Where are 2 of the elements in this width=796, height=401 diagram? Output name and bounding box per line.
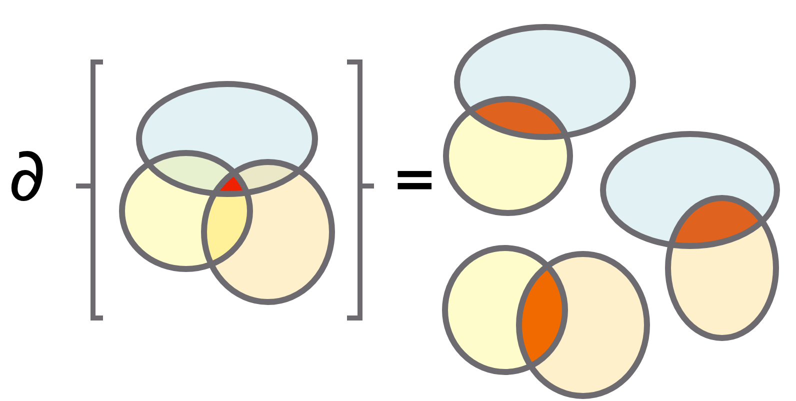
boundary-operator-symbol: ∂ (8, 138, 46, 212)
equals-sign: = (392, 152, 438, 206)
